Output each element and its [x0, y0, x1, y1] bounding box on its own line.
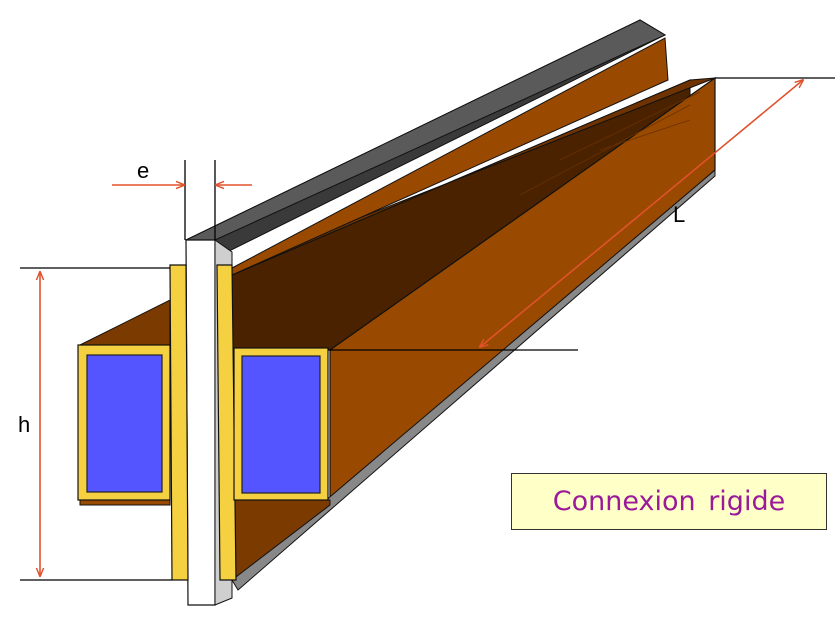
left-beam-top-face [79, 299, 171, 346]
caption-box: Connexion rigide [511, 473, 827, 530]
dimension-arrow-l [480, 80, 803, 347]
left-tube-inner [86, 354, 163, 493]
right-tube-inner [241, 355, 321, 494]
length-label: L [673, 202, 685, 227]
right-yellow-plate [216, 264, 237, 581]
caption-text: Connexion rigide [552, 486, 786, 517]
right-tube [233, 347, 329, 501]
right-beam-front-lower [231, 499, 331, 582]
left-yellow-plate [169, 264, 189, 581]
left-tube [77, 344, 171, 501]
steel-plate-front [185, 239, 216, 606]
extension-lines [20, 77, 835, 581]
height-label: h [18, 412, 30, 437]
thickness-label: e [137, 158, 149, 183]
